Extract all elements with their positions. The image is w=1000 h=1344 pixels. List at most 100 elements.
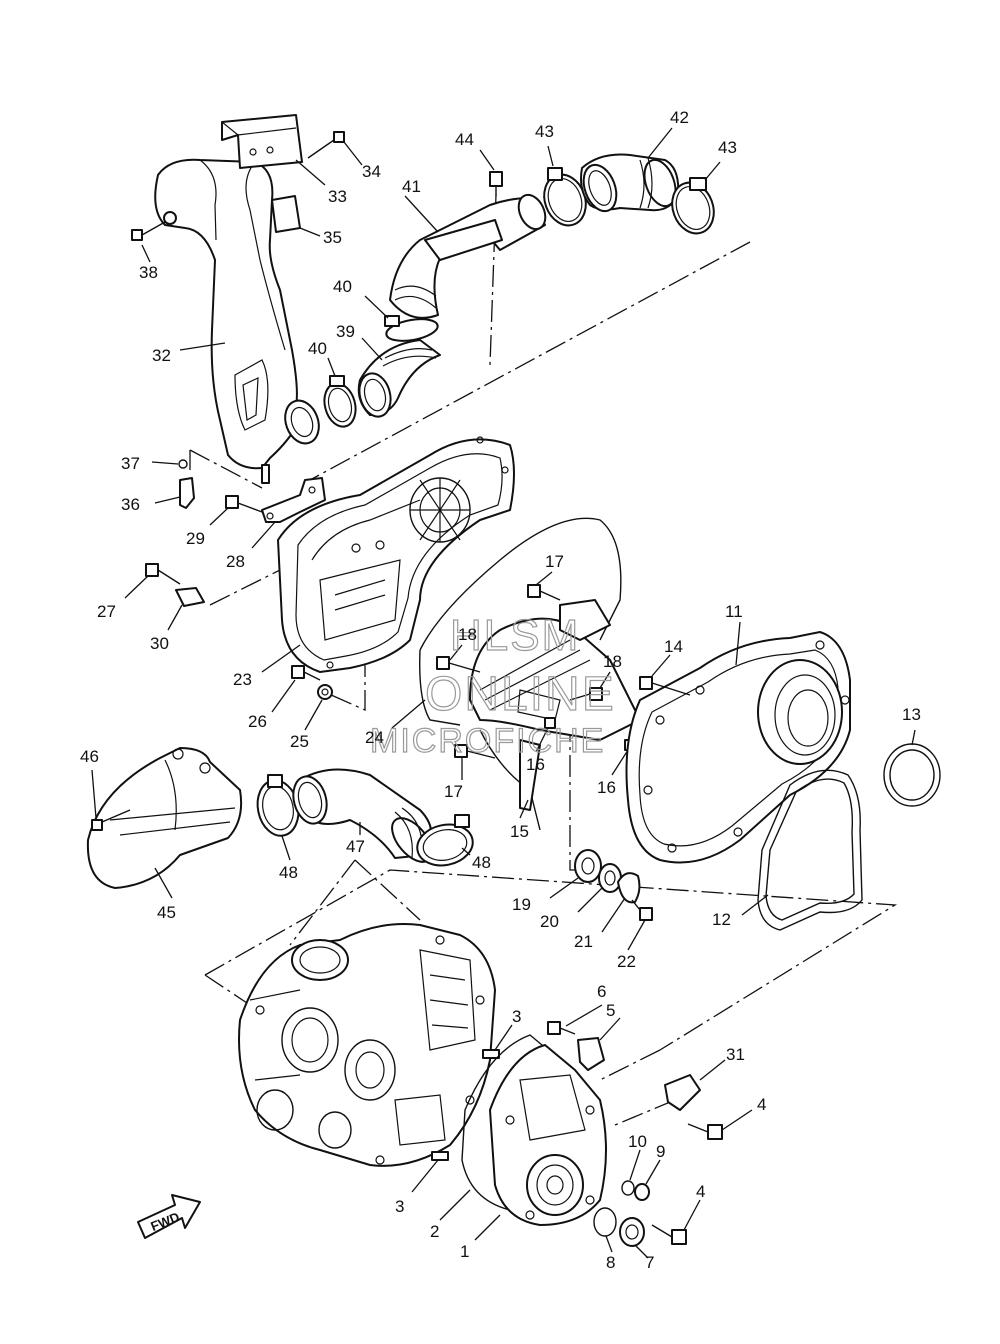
crankcase	[238, 923, 496, 1167]
clamp-48-right	[416, 814, 474, 867]
callout-43-right: 43	[718, 138, 737, 157]
callout-16-left: 16	[526, 755, 545, 774]
bracket-33	[221, 114, 326, 186]
callout-6: 6	[597, 982, 606, 1001]
callout-17-upper: 17	[545, 552, 564, 571]
callout-labels: 1 2 3 3 4 4 5 6 7 8 9 10 11 12 13 14 15 …	[80, 108, 921, 1272]
callout-41: 41	[402, 177, 421, 196]
pin-16-left	[535, 717, 556, 753]
bolt-14	[639, 654, 691, 696]
callout-3-lower: 3	[395, 1197, 404, 1216]
callout-26: 26	[248, 712, 267, 731]
callout-11: 11	[725, 602, 743, 621]
bolt-17-upper	[527, 571, 561, 601]
callout-1: 1	[460, 1242, 469, 1261]
callout-31: 31	[726, 1045, 745, 1064]
callout-43-left: 43	[535, 122, 554, 141]
callout-17-lower: 17	[444, 782, 463, 801]
bolt-27	[124, 563, 181, 599]
bolt-4-upper	[687, 1109, 753, 1140]
callout-38: 38	[139, 263, 158, 282]
clamp-43-right	[671, 161, 721, 235]
callout-15: 15	[510, 822, 529, 841]
holder-36	[154, 477, 195, 509]
dowel-pin-3-lower	[411, 1151, 449, 1193]
clamp-40-upper	[364, 295, 439, 342]
watermark: HLSM ONLINE MICROFICHE	[369, 610, 614, 760]
plate-21	[601, 872, 641, 933]
callout-40-lower: 40	[308, 339, 327, 358]
bolt-18-right	[569, 671, 611, 701]
o-ring-10	[621, 1149, 641, 1196]
fwd-arrow-icon: FWD	[137, 1194, 201, 1239]
callout-12: 12	[712, 910, 731, 929]
bearing-19	[549, 849, 602, 899]
joint-39	[357, 337, 441, 418]
callout-29: 29	[186, 529, 205, 548]
clamp-48-left	[256, 774, 300, 861]
callout-13: 13	[902, 705, 921, 724]
air-duct-41	[389, 193, 547, 319]
crankcase-cover-1	[474, 1044, 607, 1241]
callout-47: 47	[346, 837, 365, 856]
callout-21: 21	[574, 932, 593, 951]
holder-30	[167, 587, 205, 631]
crankcase-cover-23	[261, 436, 515, 673]
callout-27: 27	[97, 602, 116, 621]
callout-34: 34	[362, 162, 381, 181]
callout-25: 25	[290, 732, 309, 751]
gasket-24	[391, 517, 622, 729]
callout-10: 10	[628, 1132, 647, 1151]
callout-48-right: 48	[472, 853, 491, 872]
dowel-pin-3-upper	[482, 1024, 513, 1059]
bolt-46	[91, 769, 131, 831]
bolt-44	[479, 149, 503, 196]
callout-48-left: 48	[279, 863, 298, 882]
watermark-line-1: HLSM	[450, 611, 580, 660]
clamp-40-lower	[323, 357, 357, 428]
bolt-34	[307, 131, 363, 166]
callout-42: 42	[670, 108, 689, 127]
gasket-12	[741, 769, 863, 931]
bolt-17-lower	[454, 744, 496, 780]
clamp-43-left	[543, 145, 587, 227]
o-ring-8	[593, 1207, 617, 1253]
bolt-22	[627, 899, 653, 951]
joint-42	[580, 127, 680, 213]
callout-36: 36	[121, 495, 140, 514]
plug-7	[619, 1217, 649, 1259]
callout-37: 37	[121, 454, 140, 473]
air-duct-32	[154, 158, 320, 484]
callout-28: 28	[226, 552, 245, 571]
callout-18-right: 18	[603, 652, 622, 671]
inner-cover-assembly	[469, 599, 641, 831]
callout-44: 44	[455, 130, 474, 149]
callout-22: 22	[617, 952, 636, 971]
callout-39: 39	[336, 322, 355, 341]
callout-20: 20	[540, 912, 559, 931]
callout-32: 32	[152, 346, 171, 365]
bolt-4-lower	[651, 1199, 701, 1245]
bolt-18-left	[436, 644, 481, 673]
callout-4-upper: 4	[757, 1095, 766, 1114]
clip-37	[151, 459, 188, 469]
callout-33: 33	[328, 187, 347, 206]
lever-15	[519, 799, 529, 819]
callout-9: 9	[656, 1142, 665, 1161]
callout-46: 46	[80, 747, 99, 766]
holder-5	[577, 1017, 621, 1071]
callout-45: 45	[157, 903, 176, 922]
plug-9	[634, 1159, 661, 1201]
callout-16-right: 16	[597, 778, 616, 797]
callout-5: 5	[606, 1001, 615, 1020]
gasket-13	[883, 729, 941, 807]
air-duct-45	[86, 747, 243, 899]
callout-2: 2	[430, 1222, 439, 1241]
bolt-6	[547, 1004, 603, 1035]
bracket-31	[664, 1059, 726, 1111]
pad-35	[271, 195, 321, 237]
callout-24: 24	[365, 728, 384, 747]
cvt-cover-11	[625, 621, 851, 864]
callout-35: 35	[323, 228, 342, 247]
